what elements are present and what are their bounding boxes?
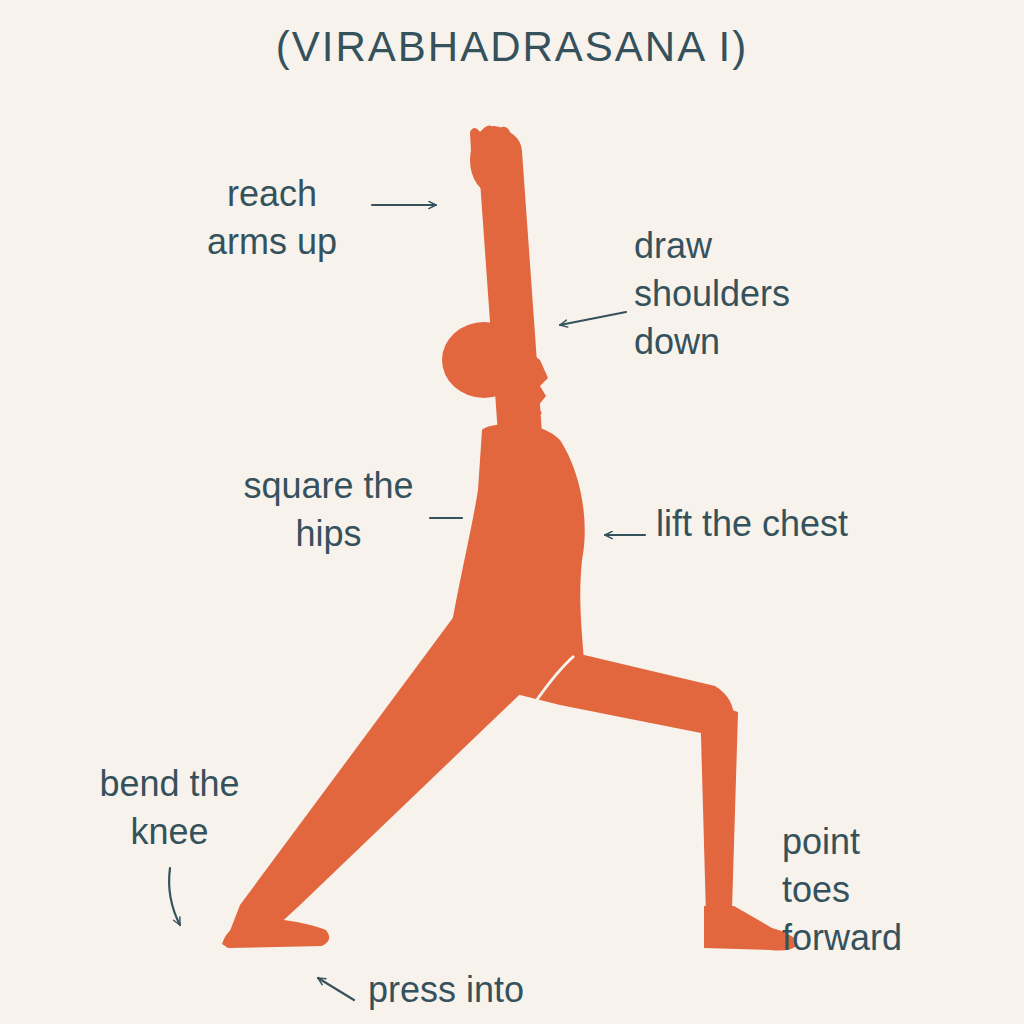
instruction-label: square the hips: [236, 462, 421, 558]
instruction-label: draw shoulders down: [634, 222, 854, 366]
leader-arrow: [605, 534, 645, 536]
leader-arrow: [169, 868, 180, 925]
instruction-label: reach arms up: [182, 170, 362, 266]
contour-line: [534, 656, 574, 704]
leader-arrow: [560, 312, 626, 325]
instruction-label: lift the chest: [656, 500, 856, 548]
leader-arrow: [372, 204, 436, 206]
instruction-label: press into: [368, 968, 628, 1012]
instruction-label: bend the knee: [82, 760, 257, 856]
leader-arrow: [318, 978, 354, 1000]
pose-title: (VIRABHADRASANA I): [0, 22, 1024, 72]
leader-lines: [169, 205, 645, 1000]
instruction-label: point toes forward: [782, 818, 932, 962]
leader-line: [430, 517, 462, 519]
